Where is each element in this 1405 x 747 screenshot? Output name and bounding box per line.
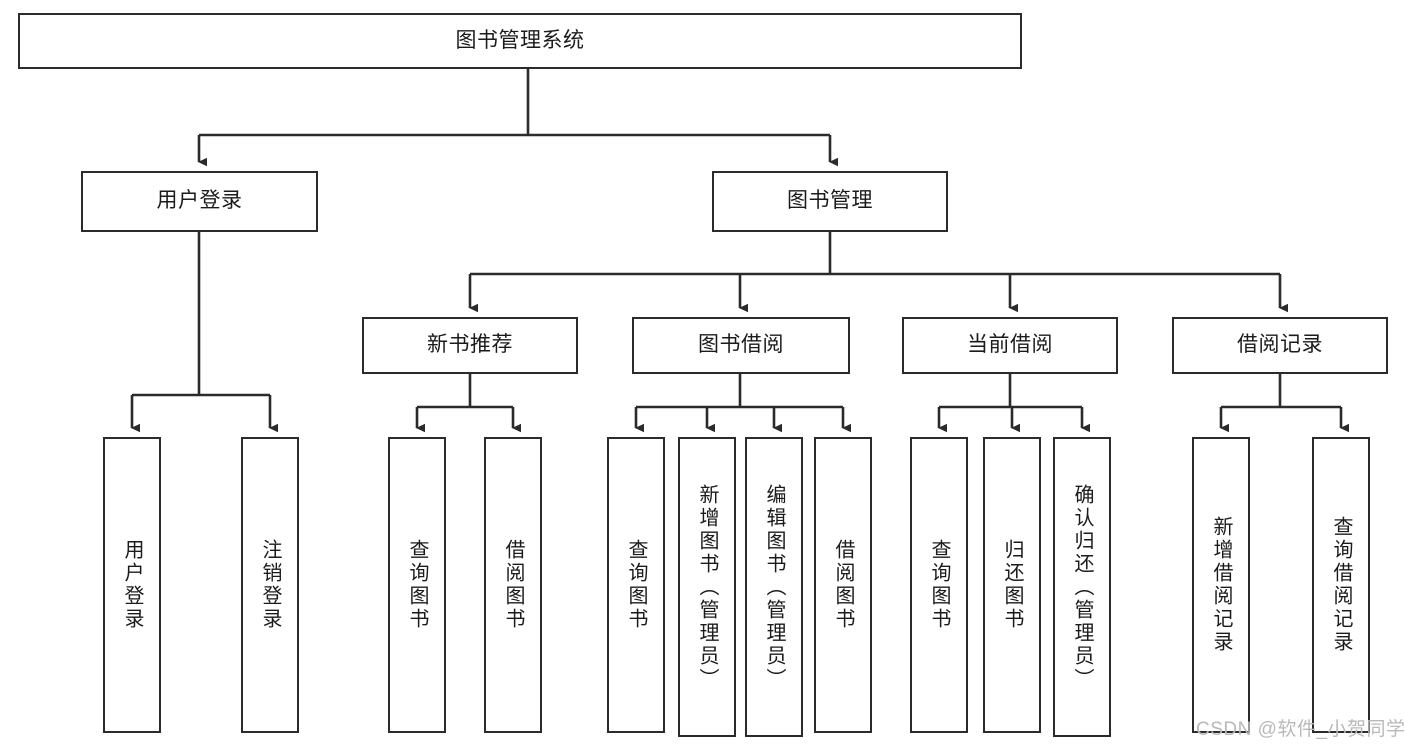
- node-root[interactable]: 图书管理系统: [18, 13, 1022, 69]
- node-leaf-edit-book-admin-label: 编辑图书（管理员）: [763, 483, 785, 691]
- node-leaf-query-book-1-label: 查询图书: [406, 539, 428, 631]
- node-leaf-query-book-3[interactable]: 查询图书: [910, 437, 968, 733]
- node-leaf-borrow-book-2[interactable]: 借阅图书: [814, 437, 872, 733]
- node-new-book-recommend[interactable]: 新书推荐: [362, 317, 578, 374]
- node-leaf-borrow-book-1-label: 借阅图书: [502, 539, 524, 631]
- node-leaf-confirm-return-admin-label: 确认归还（管理员）: [1071, 483, 1093, 691]
- node-leaf-confirm-return-admin[interactable]: 确认归还（管理员）: [1053, 437, 1111, 737]
- node-borrow-record[interactable]: 借阅记录: [1172, 317, 1388, 374]
- node-leaf-query-book-3-label: 查询图书: [928, 539, 950, 631]
- node-leaf-query-book-2[interactable]: 查询图书: [607, 437, 665, 733]
- node-book-borrow-label: 图书借阅: [698, 333, 784, 357]
- node-leaf-query-book-2-label: 查询图书: [625, 539, 647, 631]
- node-user-login[interactable]: 用户登录: [81, 171, 318, 232]
- node-book-borrow[interactable]: 图书借阅: [632, 317, 850, 374]
- node-leaf-return-book[interactable]: 归还图书: [983, 437, 1041, 733]
- node-leaf-query-borrow-record-label: 查询借阅记录: [1330, 516, 1352, 654]
- node-leaf-user-login[interactable]: 用户登录: [103, 437, 161, 733]
- node-leaf-borrow-book-2-label: 借阅图书: [832, 539, 854, 631]
- node-leaf-query-book-1[interactable]: 查询图书: [388, 437, 446, 733]
- node-leaf-logout-login-label: 注销登录: [259, 539, 281, 631]
- node-borrow-record-label: 借阅记录: [1237, 333, 1323, 357]
- node-current-borrow[interactable]: 当前借阅: [902, 317, 1118, 374]
- node-leaf-add-book-admin[interactable]: 新增图书（管理员）: [678, 437, 736, 737]
- node-new-book-recommend-label: 新书推荐: [427, 333, 513, 357]
- node-current-borrow-label: 当前借阅: [967, 333, 1053, 357]
- node-leaf-add-borrow-record[interactable]: 新增借阅记录: [1192, 437, 1250, 733]
- node-book-manage-label: 图书管理: [787, 189, 873, 213]
- node-leaf-edit-book-admin[interactable]: 编辑图书（管理员）: [745, 437, 803, 737]
- node-leaf-query-borrow-record[interactable]: 查询借阅记录: [1312, 437, 1370, 733]
- node-leaf-add-borrow-record-label: 新增借阅记录: [1210, 516, 1232, 654]
- node-leaf-logout-login[interactable]: 注销登录: [241, 437, 299, 733]
- node-root-label: 图书管理系统: [455, 28, 585, 52]
- node-user-login-label: 用户登录: [156, 189, 243, 213]
- node-leaf-return-book-label: 归还图书: [1001, 539, 1023, 631]
- connector-group: [130, 69, 1349, 433]
- node-leaf-borrow-book-1[interactable]: 借阅图书: [484, 437, 542, 733]
- node-book-manage[interactable]: 图书管理: [712, 171, 948, 232]
- node-leaf-user-login-label: 用户登录: [121, 539, 143, 631]
- node-leaf-add-book-admin-label: 新增图书（管理员）: [696, 483, 718, 691]
